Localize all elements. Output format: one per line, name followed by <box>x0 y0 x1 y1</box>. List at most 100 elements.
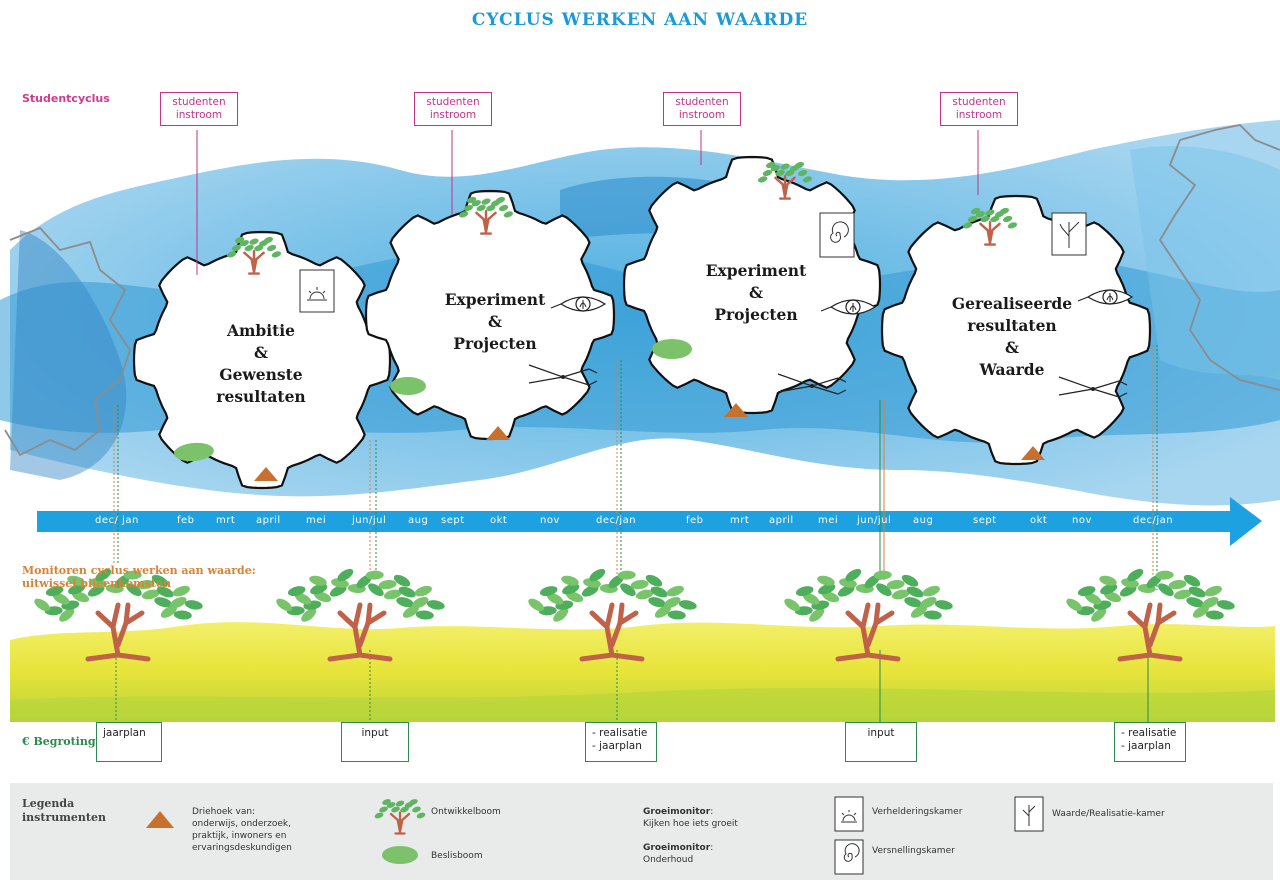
gear-line: Projecten <box>453 334 537 353</box>
student-cycle-label: Studentcyclus <box>22 92 110 105</box>
budget-line2: - jaarplan <box>592 740 642 752</box>
eye-icon <box>550 296 607 312</box>
eye-icon <box>820 299 877 315</box>
gear-line: Waarde <box>979 360 1045 379</box>
legend-title-line2: instrumenten <box>22 811 106 824</box>
eye-icon <box>1077 289 1134 305</box>
legend-spiral-icon <box>834 839 864 875</box>
monitor-label: Monitoren cyclus werken aan waarde: uitw… <box>22 564 256 590</box>
tree-icon <box>757 161 813 200</box>
intake-line2: instroom <box>678 109 726 121</box>
budget-box: - realisatie - jaarplan <box>585 722 657 762</box>
timeline-month: april <box>769 515 794 526</box>
legend-line: onderwijs, onderzoek, <box>192 819 291 829</box>
legend-colon: : <box>710 843 714 853</box>
monitor-label-line1: Monitoren cyclus werken aan waarde: <box>22 564 256 577</box>
budget-line1: input <box>867 727 895 739</box>
legend-triangle-icon <box>146 811 174 828</box>
timeline-month: jun/jul <box>857 515 892 526</box>
budget-line1: input <box>361 727 389 739</box>
gear-line: & <box>749 283 763 302</box>
triangle-icon <box>1021 446 1045 460</box>
leaf-icon <box>174 442 214 462</box>
gear-line: Ambitie <box>226 321 296 340</box>
tree-icon <box>226 236 282 275</box>
legend-graphics <box>10 783 1273 880</box>
gear-line: & <box>254 343 268 362</box>
gear-2 <box>364 189 616 441</box>
timeline-month: dec/jan <box>596 515 637 526</box>
timeline-month: nov <box>1072 515 1092 526</box>
timeline-month: aug <box>408 515 429 526</box>
gear-line: Projecten <box>714 305 798 324</box>
budget-line1: jaarplan <box>103 727 146 739</box>
timeline-month: feb <box>177 515 195 526</box>
budget-box: - realisatie - jaarplan <box>1114 722 1186 762</box>
legend-title-line1: Legenda <box>22 797 75 810</box>
legend-line: Driehoek van: <box>192 807 256 817</box>
legend-eye-sub: Kijken hoe iets groeit <box>643 819 738 829</box>
gear-line: Experiment <box>444 290 546 309</box>
legend-colon: : <box>710 807 714 817</box>
timeline-month: sept <box>441 515 465 526</box>
spiral-icon <box>819 212 855 258</box>
leaf-icon <box>390 377 426 395</box>
intake-line1: studenten <box>172 96 226 108</box>
grey-gear-left <box>4 226 131 457</box>
monitor-tree <box>1066 568 1235 662</box>
legend-sun-text: Verhelderingskamer <box>872 807 963 817</box>
budget-line2: - jaarplan <box>1121 740 1171 752</box>
gear-line: Gewenste <box>219 365 303 384</box>
timeline-month: mrt <box>216 515 236 526</box>
tree-icon <box>374 799 426 835</box>
intake-box: studenten instroom <box>160 92 238 126</box>
gear-2-label: Experiment & Projecten <box>420 289 570 355</box>
monitor-tree <box>784 568 953 662</box>
budget-box: input <box>341 722 409 762</box>
timeline-month: sept <box>973 515 997 526</box>
legend-spiral-text: Versnellingskamer <box>872 846 955 856</box>
intake-line2: instroom <box>175 109 223 121</box>
tree-icon <box>962 207 1018 246</box>
intake-line1: studenten <box>675 96 729 108</box>
monitor-tree <box>34 568 203 662</box>
timeline-month: okt <box>490 515 508 526</box>
intake-box: studenten instroom <box>414 92 492 126</box>
legend-scissors-title: Groeimonitor <box>643 843 711 853</box>
legend-scissors-text: Groeimonitor: Onderhoud <box>643 842 713 866</box>
legend-line: ervaringsdeskundigen <box>192 843 292 853</box>
timeline-month: april <box>256 515 281 526</box>
scissors-icon <box>777 373 847 395</box>
timeline-month: mrt <box>730 515 750 526</box>
gear-line: resultaten <box>967 316 1057 335</box>
budget-box: input <box>845 722 917 762</box>
triangle-icon <box>486 426 510 440</box>
gear-line: & <box>488 312 502 331</box>
intake-box: studenten instroom <box>663 92 741 126</box>
legend-line: praktijk, inwoners en <box>192 831 287 841</box>
legend-plant-icon <box>1014 796 1044 832</box>
leaf-icon <box>652 339 692 359</box>
timeline-month: dec/jan <box>1133 515 1174 526</box>
legend-eye-text: Groeimonitor: Kijken hoe iets groeit <box>643 806 738 830</box>
intake-line1: studenten <box>952 96 1006 108</box>
timeline-month: feb <box>686 515 704 526</box>
budget-line1: - realisatie <box>592 727 648 739</box>
page-title: CYCLUS WERKEN AAN WAARDE <box>471 10 809 30</box>
plant-icon <box>1051 212 1087 256</box>
gear-line: Experiment <box>705 261 807 280</box>
gear-line: & <box>1005 338 1019 357</box>
budget-box: jaarplan <box>96 722 162 762</box>
timeline-month: aug <box>913 515 934 526</box>
timeline-month: dec/ jan <box>95 515 139 526</box>
timeline-month: jun/jul <box>352 515 387 526</box>
scissors-icon <box>1058 376 1128 398</box>
tree-icon <box>458 196 514 235</box>
timeline-month: okt <box>1030 515 1048 526</box>
legend-title: Legenda instrumenten <box>22 797 106 825</box>
intake-line2: instroom <box>955 109 1003 121</box>
legend-triangle-text: Driehoek van: onderwijs, onderzoek, prak… <box>192 806 292 854</box>
intake-line1: studenten <box>426 96 480 108</box>
sun-icon <box>299 269 335 313</box>
triangle-icon <box>254 467 278 481</box>
